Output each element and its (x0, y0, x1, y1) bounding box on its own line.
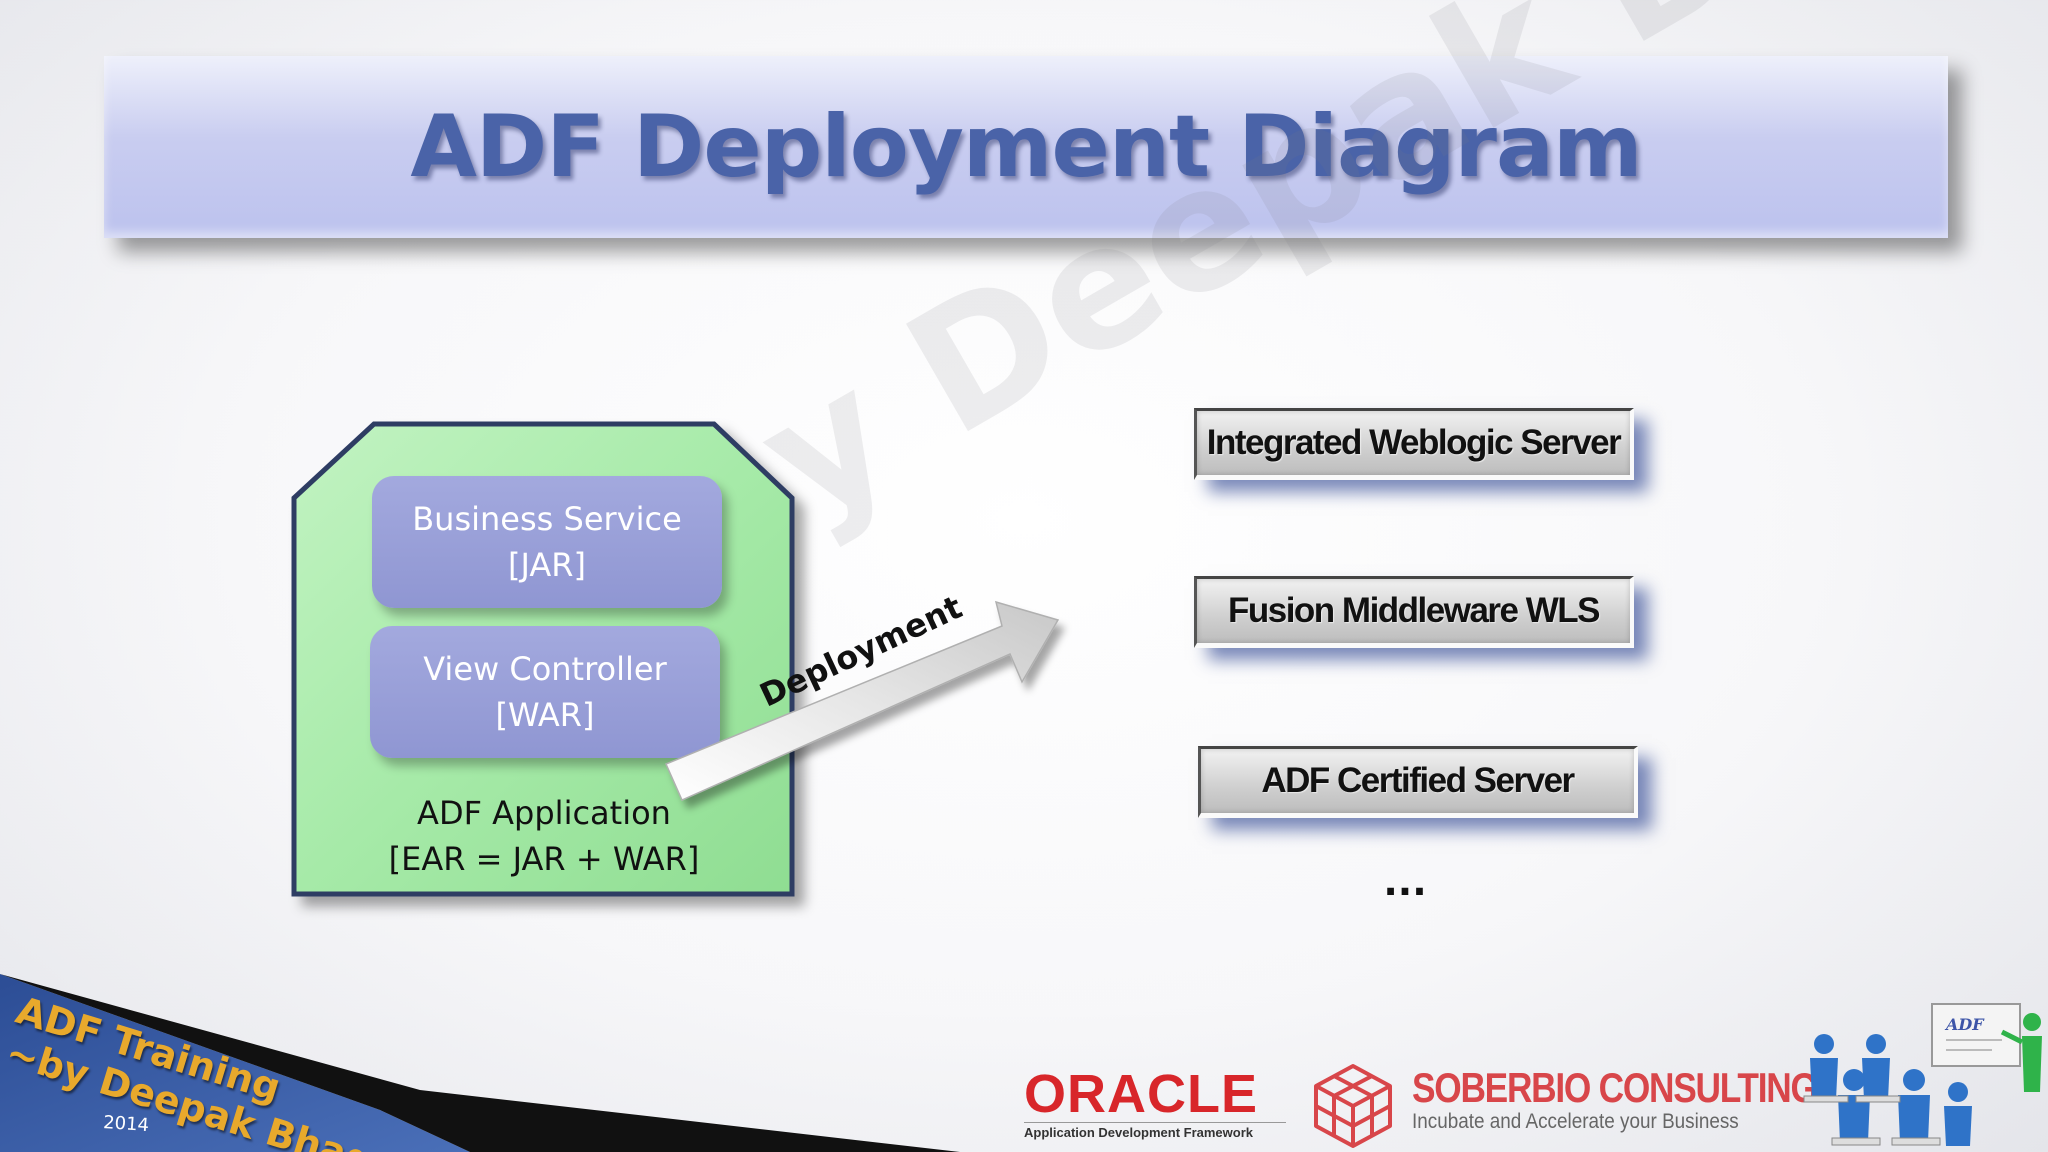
oracle-wordmark: ORACLE (1024, 1064, 1258, 1124)
adf-application-caption: ADF Application [EAR = JAR + WAR] (290, 790, 798, 882)
server-label: Fusion Middleware WLS (1227, 591, 1601, 630)
view-controller-label: View Controller (423, 650, 667, 688)
training-team-icon: ADF (1803, 1003, 2042, 1146)
server-fusion-middleware-wls: Fusion Middleware WLS (1194, 576, 1634, 648)
adf-application-formula: [EAR = JAR + WAR] (388, 840, 700, 878)
business-service-label: Business Service (412, 500, 682, 538)
deployment-arrow: Deployment (660, 588, 1080, 820)
banner-shape (0, 974, 960, 1152)
soberbio-logo: SOBERBIO CONSULTING Incubate and Acceler… (1412, 1066, 1894, 1134)
title-bar: ADF Deployment Diagram (104, 56, 1948, 238)
server-integrated-weblogic: Integrated Weblogic Server (1194, 408, 1634, 480)
deployment-arrow-icon (665, 600, 1060, 801)
banner-year: 2014 (102, 1112, 150, 1137)
oracle-subtitle: Application Development Framework (1024, 1122, 1286, 1140)
server-label: Integrated Weblogic Server (1206, 423, 1622, 462)
view-controller-type: [WAR] (495, 696, 595, 734)
business-service-box: Business Service [JAR] (372, 476, 722, 608)
server-adf-certified: ADF Certified Server (1198, 746, 1638, 818)
more-servers-ellipsis: ... (1383, 860, 1427, 904)
soberbio-cube-icon (1314, 1064, 1392, 1148)
oracle-logo: ORACLE Application Development Framework (1024, 1066, 1286, 1140)
adf-application-label: ADF Application (417, 794, 671, 832)
board-text: ADF (1944, 1015, 1985, 1034)
training-banner: ADF Training ~by Deepak Bhagat 2014 (0, 960, 1000, 1152)
page-title: ADF Deployment Diagram (410, 97, 1642, 197)
adf-application-container: Business Service [JAR] View Controller [… (290, 420, 798, 900)
view-controller-box: View Controller [WAR] (370, 626, 720, 758)
company-name: SOBERBIO CONSULTING (1412, 1064, 1818, 1111)
server-label: ADF Certified Server (1261, 761, 1575, 800)
business-service-type: [JAR] (508, 546, 586, 584)
company-tagline: Incubate and Accelerate your Business (1412, 1110, 1739, 1133)
